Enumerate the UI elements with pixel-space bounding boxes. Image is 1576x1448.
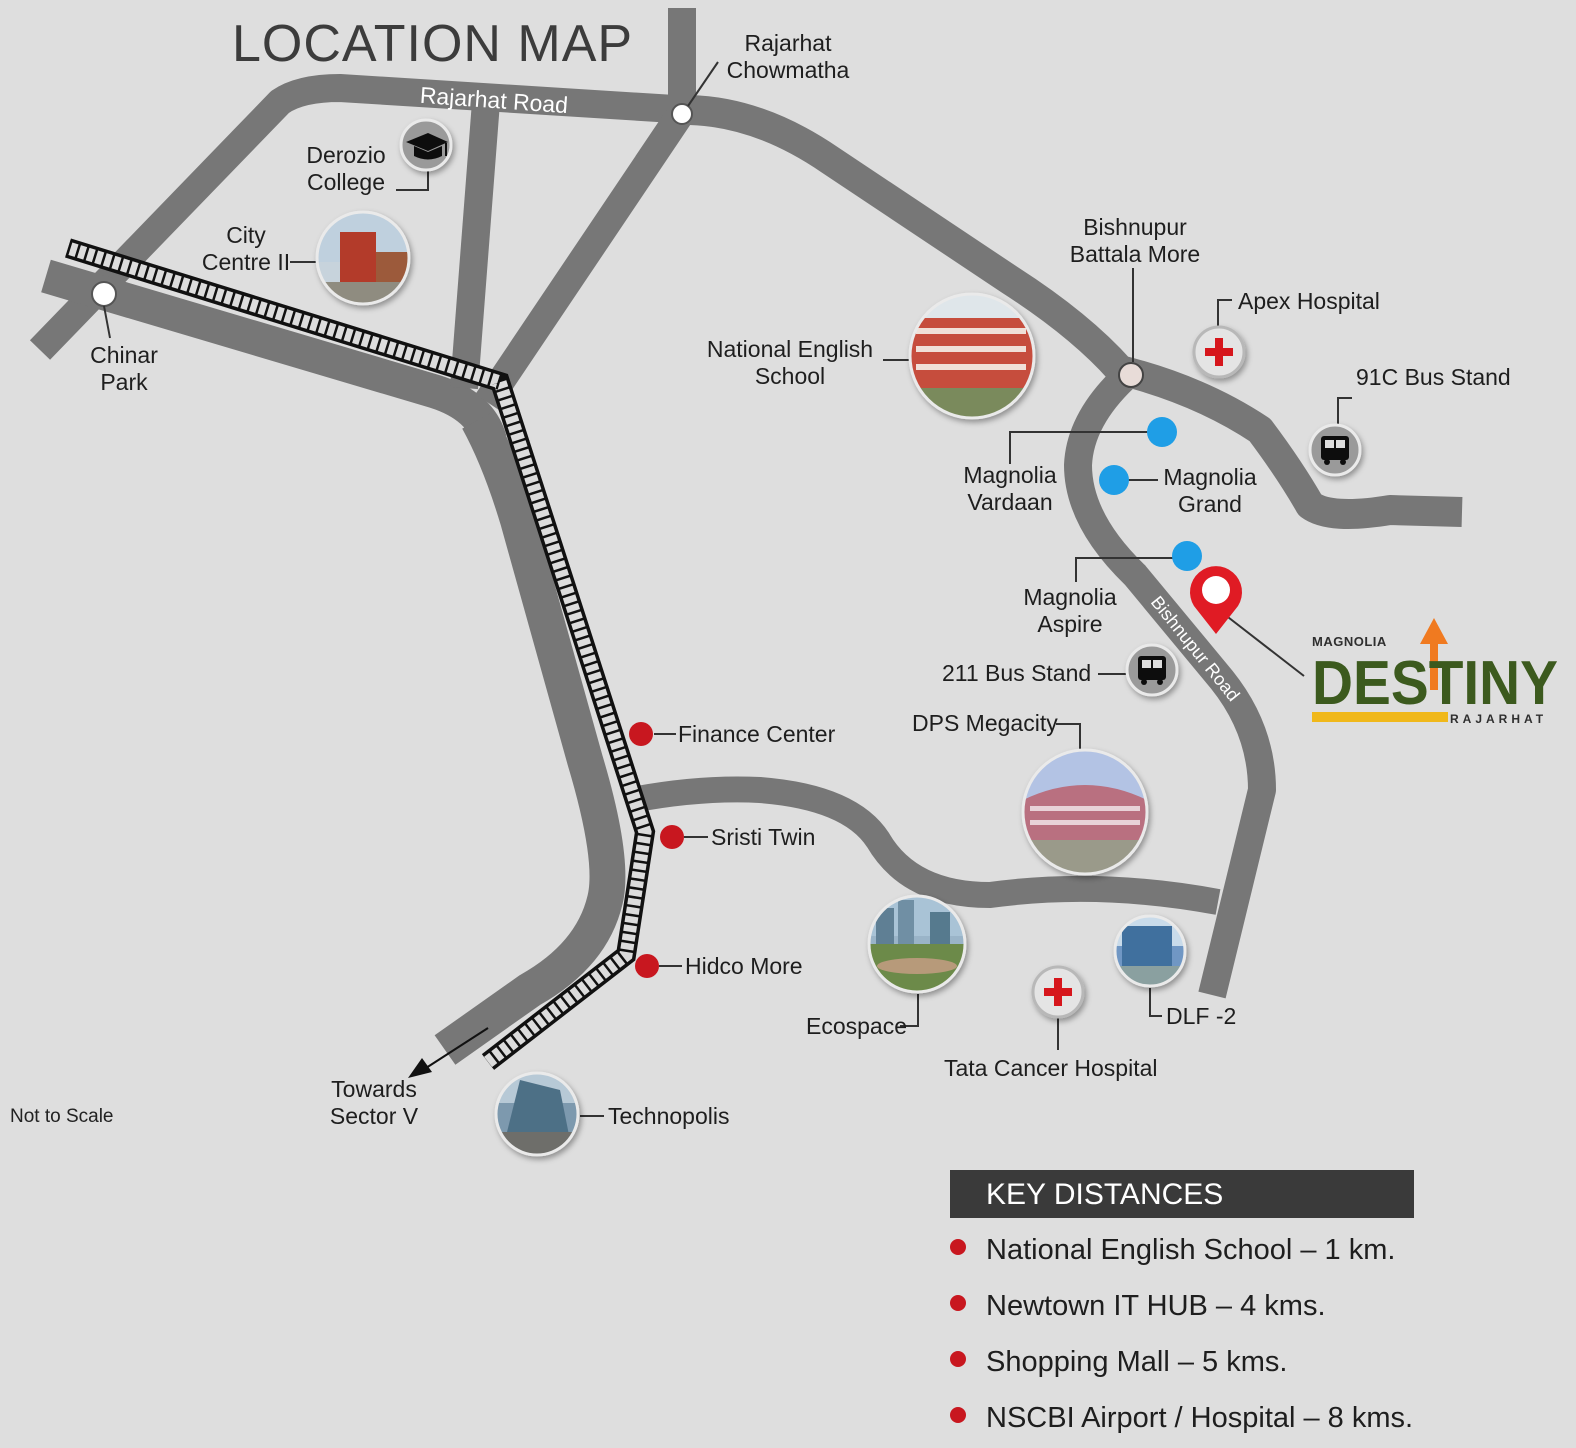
bullet-icon: [950, 1407, 966, 1424]
label-ecospace: Ecospace: [806, 1013, 908, 1039]
magnolia-grand-marker: [1099, 465, 1129, 495]
bus-icon: [1125, 643, 1179, 697]
road-rajarhat-bishnupur: [689, 95, 1463, 529]
finance-center-marker: [629, 722, 653, 746]
key-distance-text: Shopping Mall – 5 kms.: [986, 1346, 1288, 1378]
bullet-icon: [950, 1239, 966, 1256]
key-distance-item: NSCBI Airport / Hospital – 8 kms.: [950, 1402, 1413, 1435]
road-main-trunk: [434, 411, 626, 1065]
national-english-school-photo: [908, 292, 1036, 420]
label-tata-cancer-hospital: Tata Cancer Hospital: [944, 1055, 1158, 1081]
label-magnolia-grand: Magnolia Grand: [1163, 464, 1257, 517]
bullet-icon: [950, 1351, 966, 1368]
key-distance-text: NSCBI Airport / Hospital – 8 kms.: [986, 1402, 1414, 1434]
junction-bishnupur-battala: [1118, 362, 1144, 388]
not-to-scale-note: Not to Scale: [10, 1106, 114, 1127]
page-title: LOCATION MAP: [232, 15, 634, 73]
ecospace-photo: [867, 894, 967, 994]
label-national-english-school: National English School: [706, 336, 874, 389]
red-cross-icon: [1192, 325, 1246, 379]
leader-lines: [103, 61, 1352, 1117]
label-dps-megacity: DPS Megacity: [912, 710, 1058, 736]
key-distance-item: National English School – 1 km.: [950, 1234, 1395, 1267]
label-finance-center: Finance Center: [678, 721, 836, 747]
label-hidco-more: Hidco More: [685, 953, 803, 979]
junction-rajarhat-chowmatha: [671, 103, 693, 125]
location-pin-icon: [1190, 566, 1243, 634]
key-distance-text: Newtown IT HUB – 4 kms.: [986, 1290, 1326, 1322]
dps-megacity-photo: [1021, 748, 1149, 876]
key-distances-header: KEY DISTANCES: [950, 1170, 1414, 1218]
key-distance-text: National English School – 1 km.: [986, 1234, 1396, 1266]
towards-sector-v-arrow: [408, 1027, 489, 1078]
magnolia-aspire-marker: [1172, 541, 1202, 571]
label-derozio-college: Derozio College: [306, 142, 386, 195]
dlf-2-photo: [1113, 914, 1187, 988]
road-bishnupur-road: [1064, 367, 1276, 999]
label-211-bus-stand: 211 Bus Stand: [942, 660, 1092, 686]
bus-icon: [1308, 423, 1362, 477]
road-derozio-link: [450, 100, 500, 390]
city-centre-photo: [315, 210, 411, 306]
label-dlf-2: DLF -2: [1166, 1003, 1237, 1029]
key-distances-title: KEY DISTANCES: [986, 1178, 1224, 1211]
label-apex-hospital: Apex Hospital: [1238, 288, 1380, 314]
railway-line: [65, 238, 656, 1070]
logo-graphic: DESTINY: [1312, 618, 1558, 722]
key-distance-item: Shopping Mall – 5 kms.: [950, 1346, 1287, 1379]
road-rajarhat-road: [29, 74, 691, 360]
hidco-more-marker: [635, 954, 659, 978]
label-magnolia-vardaan: Magnolia Vardaan: [963, 462, 1057, 515]
technopolis-photo: [494, 1071, 580, 1157]
label-technopolis: Technopolis: [608, 1103, 730, 1129]
key-distance-item: Newtown IT HUB – 4 kms.: [950, 1290, 1326, 1323]
road-sristi-link: [629, 776, 1221, 915]
label-chinar-park: Chinar Park: [90, 342, 158, 395]
bullet-icon: [950, 1295, 966, 1312]
sristi-twin-marker: [660, 825, 684, 849]
logo-name: DESTINY: [1312, 649, 1558, 718]
magnolia-destiny-logo: DESTINY MAGNOLIA RAJARHAT: [1310, 616, 1570, 734]
logo-brand: MAGNOLIA: [1312, 634, 1387, 649]
logo-sub: RAJARHAT: [1450, 712, 1548, 726]
magnolia-vardaan-marker: [1147, 417, 1177, 447]
label-rajarhat-chowmatha: Rajarhat Chowmatha: [726, 30, 850, 83]
red-cross-icon: [1031, 965, 1085, 1019]
label-sristi-twin: Sristi Twin: [711, 824, 816, 850]
label-bishnupur-battala-more: Bishnupur Battala More: [1069, 214, 1201, 267]
label-city-centre-ii: City Centre II: [201, 222, 291, 275]
label-91c-bus-stand: 91C Bus Stand: [1356, 364, 1511, 390]
graduation-cap-icon: [399, 118, 453, 172]
road-network: [29, 8, 1463, 1065]
junction-chinar-park: [91, 281, 117, 307]
label-towards-sector-v: Towards Sector V: [329, 1076, 419, 1129]
label-magnolia-aspire: Magnolia Aspire: [1023, 584, 1117, 637]
